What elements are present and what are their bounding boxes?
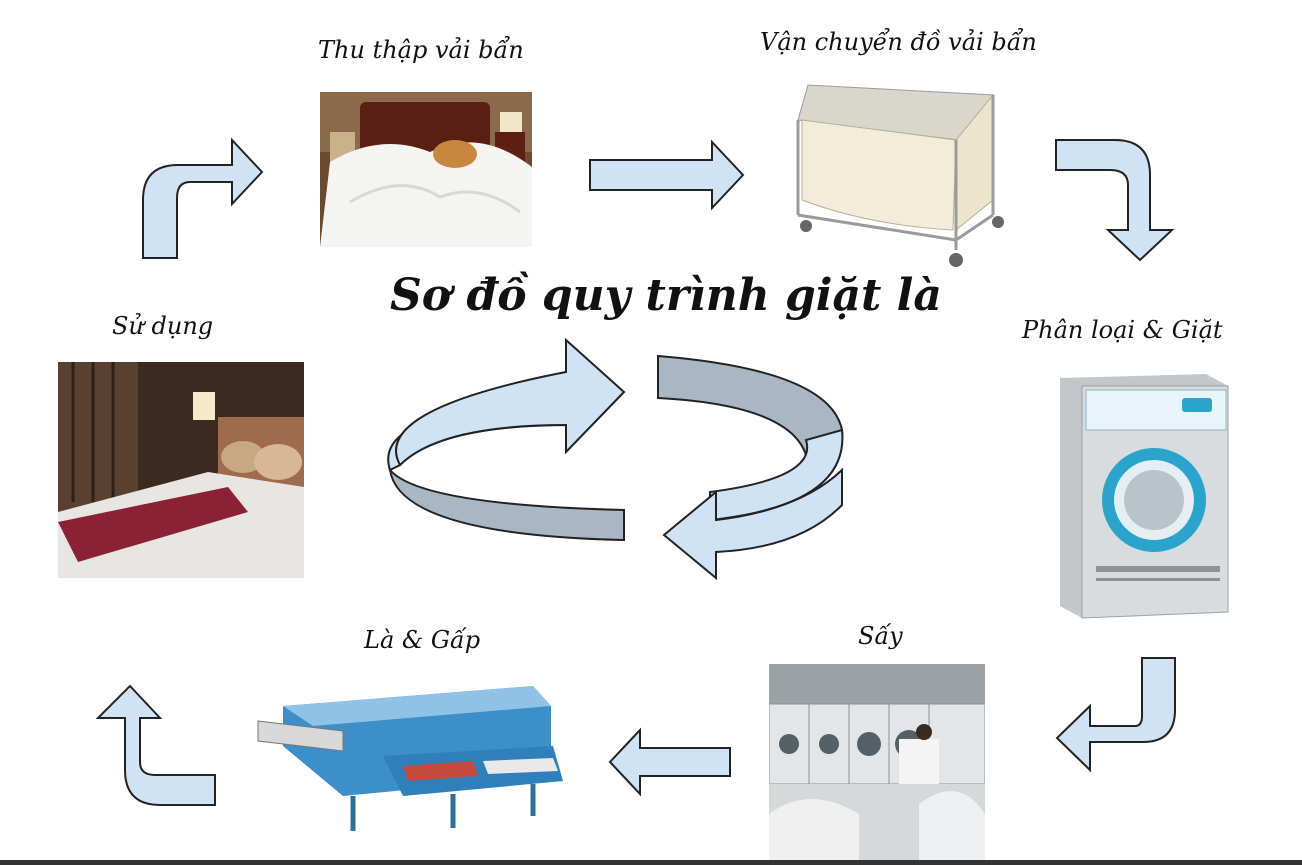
arrow-iron-to-use bbox=[95, 684, 216, 806]
unmade-bed-image bbox=[320, 92, 532, 247]
step-label-dry: Sấy bbox=[858, 622, 903, 650]
step-label-sort-wash: Phân loại & Giặt bbox=[1022, 316, 1223, 344]
bottom-border bbox=[0, 860, 1302, 865]
cycle-ribbon bbox=[387, 337, 844, 581]
arrow-transport-to-wash bbox=[1055, 139, 1175, 262]
step-label-use: Sử dụng bbox=[112, 312, 214, 340]
washing-machine-image bbox=[1056, 368, 1230, 620]
laundry-cart-image bbox=[788, 80, 1010, 276]
step-label-iron-fold: Là & Gấp bbox=[364, 626, 481, 654]
step-label-collect: Thu thập vải bẩn bbox=[318, 36, 524, 64]
arrow-collect-to-transport bbox=[589, 139, 745, 211]
ironing-folding-machine-image bbox=[253, 666, 571, 836]
step-label-transport: Vận chuyển đồ vải bẩn bbox=[760, 28, 1037, 56]
arrow-dry-to-iron bbox=[608, 727, 731, 797]
diagram-title: Sơ đồ quy trình giặt là bbox=[390, 270, 942, 321]
arrow-use-to-collect bbox=[142, 137, 264, 259]
hotel-bed-image bbox=[58, 362, 304, 578]
arrow-wash-to-dry bbox=[1055, 657, 1176, 773]
dryer-room-image bbox=[769, 664, 985, 862]
